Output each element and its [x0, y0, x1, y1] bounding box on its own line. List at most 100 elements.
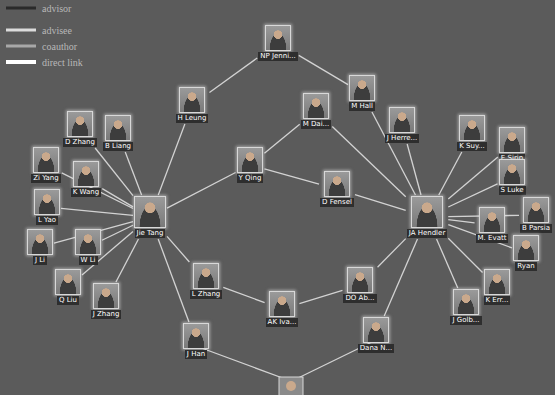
person-name: J Zhang: [91, 310, 122, 319]
person-node: NP Jenni...: [258, 25, 298, 61]
person-photo: [484, 269, 510, 295]
link-line: [102, 189, 133, 207]
person-node: Zi Yang: [31, 147, 60, 183]
person-photo: [93, 283, 119, 309]
link-line: [223, 287, 264, 302]
link-line: [407, 144, 421, 195]
person-name: M. Evatt: [476, 234, 509, 243]
link-line: [448, 184, 497, 207]
link-line: [439, 152, 462, 195]
person-photo: [183, 323, 209, 349]
person-node: D Zhang: [63, 111, 97, 147]
person-node: Ryan: [513, 235, 539, 271]
person-name: J Herre...: [385, 134, 419, 143]
person-node: Dana N...: [358, 317, 395, 353]
person-name: M Dai...: [301, 120, 332, 129]
person-name: Jie Tang: [135, 229, 166, 238]
person-name: J Han: [185, 350, 207, 359]
link-line: [264, 124, 299, 153]
person-photo: [459, 115, 485, 141]
person-name: Y Qing: [237, 174, 264, 183]
person-photo: [75, 229, 101, 255]
person-photo: [499, 159, 525, 185]
person-photo: [55, 269, 81, 295]
legend-row: direct link: [6, 56, 83, 68]
person-name: H Leung: [176, 114, 209, 123]
person-name: Ryan: [515, 262, 536, 271]
person-name: L Zhang: [190, 290, 223, 299]
person-name: S Luke: [499, 186, 526, 195]
person-name: Q Liu: [57, 296, 79, 305]
legend-text: advisor: [42, 3, 71, 14]
legend-row: advisee: [6, 24, 72, 36]
link-line: [125, 152, 141, 195]
cut-off-photo: [279, 377, 303, 395]
link-line: [448, 220, 474, 223]
person-photo: [411, 196, 443, 228]
person-photo: [303, 93, 329, 119]
legend-sample: [6, 59, 36, 65]
person-photo: [479, 207, 505, 233]
person-node: L Yao: [34, 189, 60, 225]
link-line: [437, 239, 458, 288]
person-node: Y Qing: [237, 147, 264, 183]
person-node: J Golb...: [450, 289, 481, 325]
legend-text: coauthor: [42, 41, 77, 52]
person-name: D Fensel: [320, 198, 354, 207]
person-photo: [324, 171, 350, 197]
person-photo: [237, 147, 263, 173]
person-node: J Li: [27, 229, 53, 265]
person-node: DO Ab...: [343, 267, 376, 303]
link-line: [355, 195, 406, 211]
person-node: Jie Tang: [134, 196, 166, 238]
link-line: [102, 225, 133, 240]
person-node: J Herre...: [385, 107, 419, 143]
legend-text: advisee: [42, 25, 72, 36]
person-photo: [67, 111, 93, 137]
person-node: K Err...: [484, 269, 511, 305]
legend-sample: [6, 27, 36, 33]
person-photo: [33, 147, 59, 173]
person-node: J Han: [183, 323, 209, 359]
person-photo: [513, 235, 539, 261]
link-line: [167, 172, 236, 208]
person-node: M Dai...: [301, 93, 332, 129]
person-node: S Luke: [499, 159, 526, 195]
person-photo: [179, 87, 205, 113]
person-node: M Hall: [349, 75, 375, 111]
person-name: J Golb...: [450, 316, 481, 325]
person-node: L Zhang: [190, 263, 223, 299]
person-name: JA Hendler: [407, 229, 448, 238]
person-photo: [134, 196, 166, 228]
edge-to-offscreen: [196, 346, 288, 380]
link-line: [167, 236, 189, 262]
person-node: K Wang: [71, 161, 101, 197]
link-line: [209, 58, 257, 92]
person-photo: [347, 267, 373, 293]
person-photo: [389, 107, 415, 133]
person-photo: [27, 229, 53, 255]
person-node: B Parsia: [520, 197, 552, 233]
person-photo: [105, 115, 131, 141]
person-name: B Liang: [103, 142, 133, 151]
person-name: D Zhang: [63, 138, 97, 147]
person-name: K Err...: [484, 296, 511, 305]
person-name: W Li: [79, 256, 98, 265]
person-name: NP Jenni...: [258, 52, 298, 61]
person-photo: [269, 291, 295, 317]
link-line: [378, 239, 406, 268]
person-name: K Wang: [71, 188, 101, 197]
person-photo: [265, 25, 291, 51]
legend-row: advisor: [6, 2, 71, 14]
link-line: [116, 239, 139, 282]
person-photo: [523, 197, 549, 223]
person-name: B Parsia: [520, 224, 552, 233]
person-node: J Zhang: [91, 283, 122, 319]
person-name: J Li: [33, 256, 47, 265]
person-photo: [34, 189, 60, 215]
link-line: [264, 169, 319, 184]
person-node: E Sirin: [499, 127, 525, 163]
person-name: L Yao: [36, 216, 58, 225]
cut-off-photo-face: [286, 381, 296, 391]
person-name: AK Iva...: [266, 318, 299, 327]
